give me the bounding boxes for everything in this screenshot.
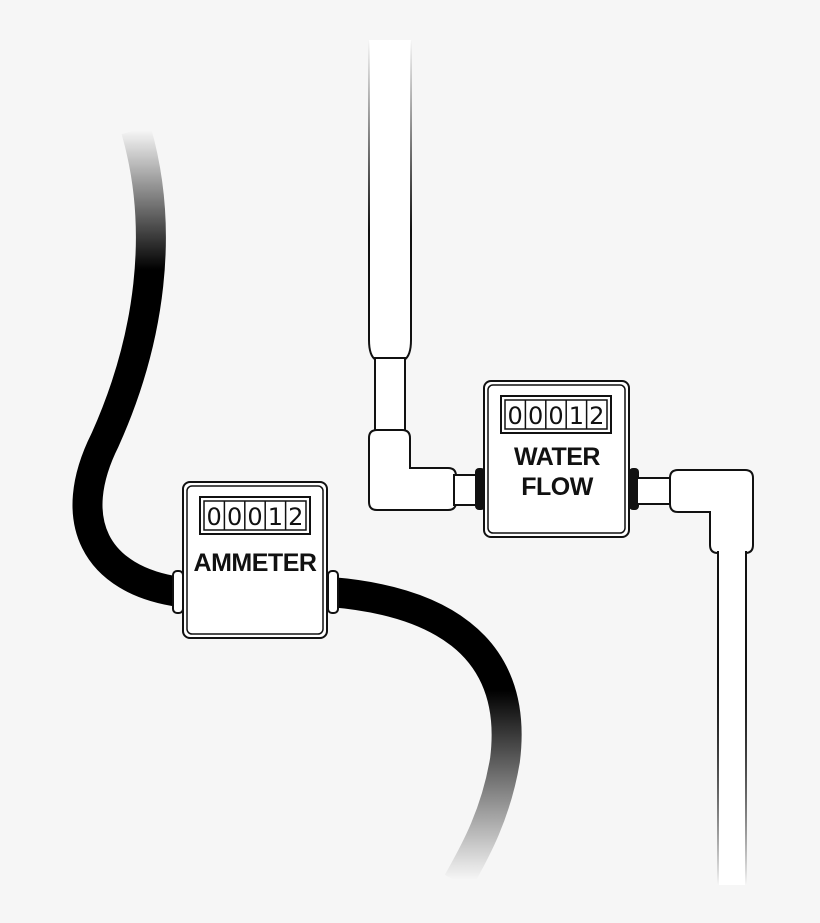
counter-digit: 0 [548, 402, 563, 430]
pipe-left-elbow [368, 429, 457, 511]
water-meter-label-line1: WATER [514, 443, 600, 471]
counter-digit: 0 [528, 402, 543, 430]
pipe-top-hose [368, 40, 412, 361]
counter-digit: 0 [247, 503, 262, 531]
pipe-top-straight [374, 357, 406, 434]
pipe-left-seal [475, 468, 485, 510]
ammeter-housing-inner [186, 485, 324, 635]
pipe-left-inlet [453, 474, 479, 506]
counter-digit: 0 [207, 503, 222, 531]
cable-lower-segment [328, 577, 522, 890]
pipe-bottom-fill [719, 552, 745, 885]
counter-digit: 1 [569, 402, 584, 430]
counter-digit: 2 [288, 503, 303, 531]
counter-digit: 0 [227, 503, 242, 531]
ammeter-right-collar [327, 570, 339, 614]
pipe-right-outlet [636, 477, 672, 505]
ammeter-left-collar [172, 570, 184, 614]
counter-digit: 2 [589, 402, 604, 430]
ammeter-counter-window [203, 500, 307, 531]
water-pipe [368, 40, 754, 885]
water-meter-housing-inner [487, 384, 626, 534]
pipe-right-elbow [669, 469, 754, 554]
cable-upper-segment [72, 125, 183, 607]
counter-digit: 1 [268, 503, 283, 531]
electric-cable [72, 125, 522, 890]
water-meter-label-line2: FLOW [521, 473, 593, 501]
ammeter-label: AMMETER [194, 549, 317, 577]
counter-digit: 0 [508, 402, 523, 430]
pipe-bottom-edges [717, 551, 747, 885]
water-meter-counter-window [504, 399, 608, 430]
